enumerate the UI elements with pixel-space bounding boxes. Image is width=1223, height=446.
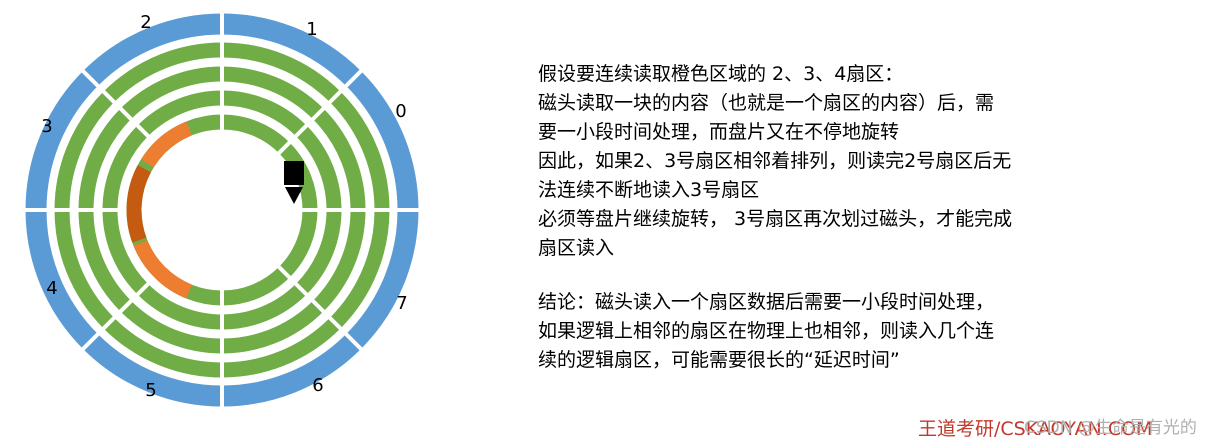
explanation-line: 必须等盘片继续旋转， 3号扇区再次划过磁头，才能完成	[538, 208, 1013, 230]
sector-dividers	[24, 12, 420, 408]
disk-diagram: 1 0 7 6 5 4 3 2	[24, 12, 420, 408]
sector-label-3: 3	[41, 116, 52, 137]
sector-label-0: 0	[395, 101, 406, 122]
sector-label-5: 5	[145, 380, 156, 401]
explanation-text: 假设要连续读取橙色区域的 2、3、4扇区： 磁头读取一块的内容（也就是一个扇区的…	[538, 60, 1178, 375]
sector-label-4: 4	[46, 278, 57, 299]
highlight-sector-2	[141, 121, 193, 168]
highlight-sector-3	[126, 165, 152, 243]
spindle-hole	[142, 130, 302, 290]
explanation-line: 法连续不断地读入3号扇区	[538, 179, 760, 201]
explanation-line: 要一小段时间处理，而盘片又在不停地旋转	[538, 121, 900, 143]
watermark: CSDN @生命是有光的	[1024, 418, 1197, 438]
highlight-sector-4	[133, 239, 193, 299]
read-head-arrow	[285, 187, 303, 204]
explanation-line: 因此，如果2、3号扇区相邻着排列，则读完2号扇区后无	[538, 150, 1012, 172]
highlighted-sectors	[126, 121, 193, 299]
conclusion-line: 续的逻辑扇区，可能需要很长的“延迟时间”	[538, 349, 900, 371]
read-head-icon	[284, 161, 304, 204]
conclusion-line: 如果逻辑上相邻的扇区在物理上也相邻，则读入几个连	[538, 320, 995, 342]
sector-label-1: 1	[306, 19, 317, 40]
explanation-line: 扇区读入	[538, 237, 615, 259]
explanation-line: 磁头读取一块的内容（也就是一个扇区的内容）后，需	[538, 92, 995, 114]
explanation-line: 假设要连续读取橙色区域的 2、3、4扇区：	[538, 63, 904, 85]
sector-label-6: 6	[312, 375, 323, 396]
paragraph-gap	[538, 263, 1178, 288]
sector-label-2: 2	[140, 12, 151, 33]
sector-label-7: 7	[396, 293, 407, 314]
conclusion-line: 结论：磁头读入一个扇区数据后需要一小段时间处理，	[538, 291, 995, 313]
brand-footer: 王道考研/CSKAOYAN.COM	[918, 418, 1153, 440]
sector-labels: 1 0 7 6 5 4 3 2	[41, 12, 407, 401]
read-head-body	[284, 161, 304, 185]
